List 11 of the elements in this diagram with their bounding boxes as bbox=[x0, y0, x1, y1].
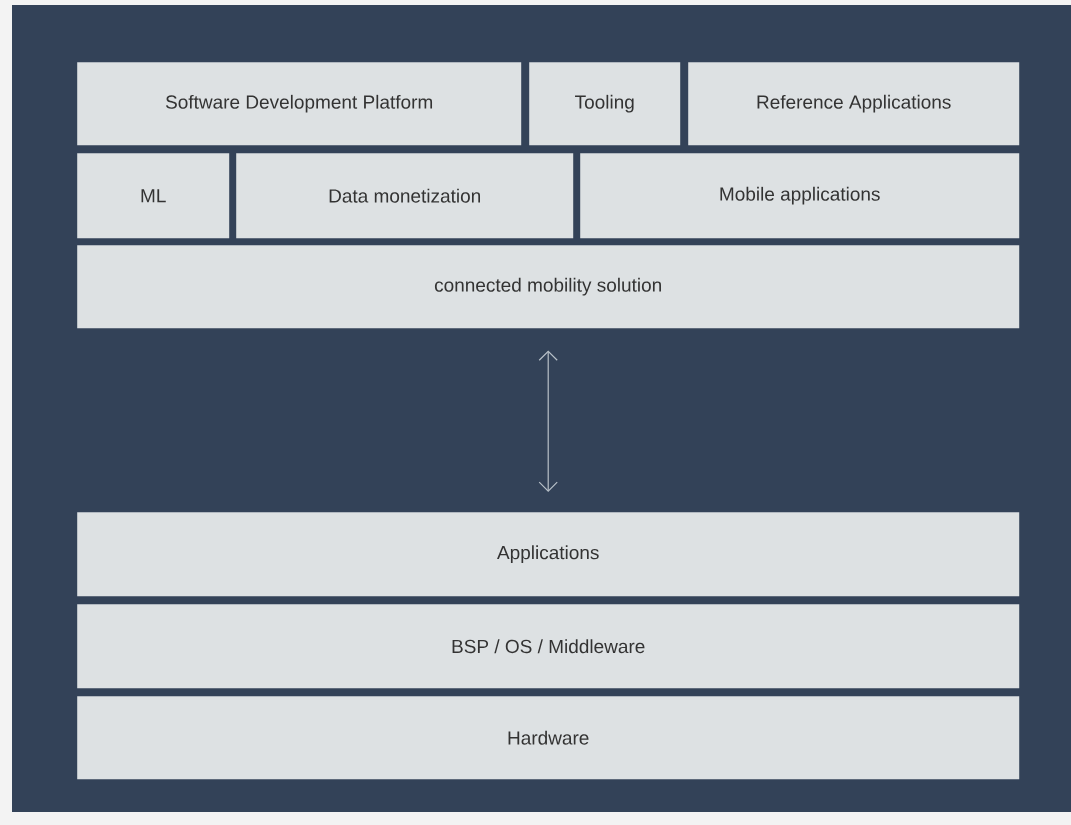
arrow bbox=[538, 350, 558, 492]
layer-box: Tooling bbox=[529, 62, 681, 146]
layer-box: BSP / OS / Middleware bbox=[77, 604, 1020, 689]
layer-box: Reference Applications bbox=[688, 62, 1020, 146]
layer-box: Applications bbox=[77, 512, 1020, 597]
layer-box: Data monetization bbox=[236, 153, 574, 239]
layer-box: ML bbox=[77, 153, 230, 239]
layer-box: Mobile applications bbox=[580, 153, 1020, 239]
layer-box: connected mobility solution bbox=[77, 245, 1020, 329]
layer-box: Software Development Platform bbox=[77, 62, 522, 146]
layer-box: Hardware bbox=[77, 696, 1020, 780]
